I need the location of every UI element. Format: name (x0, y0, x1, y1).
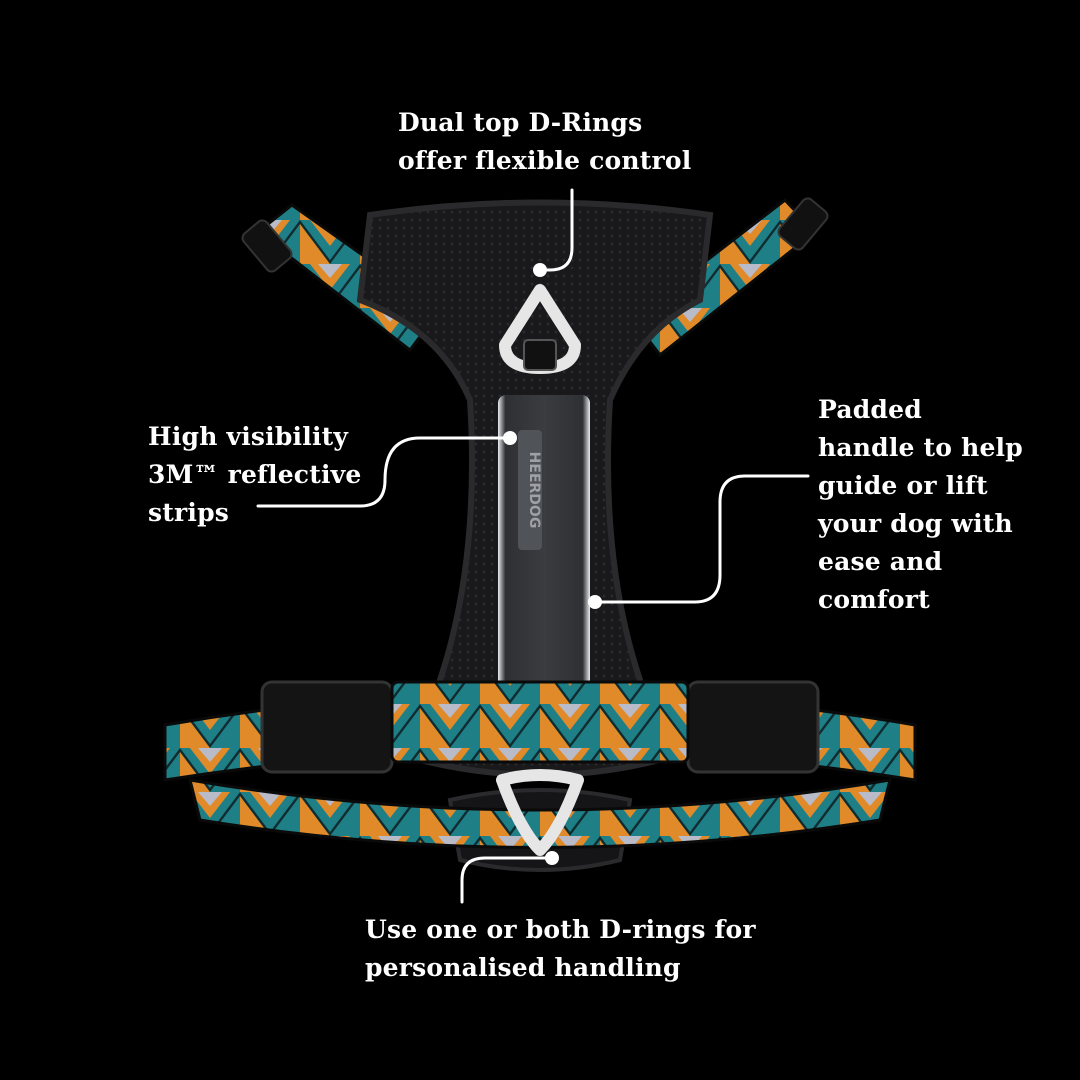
callout-line: Use one or both D-rings for (365, 915, 756, 944)
callout-line: comfort (818, 585, 930, 614)
callout-line: guide or lift (818, 471, 988, 500)
leader-line-top (538, 188, 574, 272)
callout-line: personalised handling (365, 953, 681, 982)
slider-buckle-icon (777, 197, 829, 251)
leader-line-right (593, 474, 810, 604)
buckle-icon (260, 680, 394, 774)
callout-dot (588, 595, 602, 609)
callout-line: strips (148, 498, 230, 527)
leader-line-left (256, 436, 512, 508)
callout-line: High visibility (148, 422, 349, 451)
callout-dot (533, 263, 547, 277)
slider-buckle-icon (241, 219, 293, 273)
callout-line: offer flexible control (398, 146, 692, 175)
leader-line-bottom (460, 856, 554, 904)
brand-label: HEERDOG (526, 452, 542, 529)
handle-icon: HEERDOG (498, 395, 590, 695)
callout-dot (545, 851, 559, 865)
callout-line: ease and (818, 547, 943, 576)
buckle-icon (686, 680, 820, 774)
callout-reflective-strips: High visibility 3M™ reflective strips (148, 418, 362, 532)
callout-line: handle to help (818, 433, 1023, 462)
callout-d-ring-handling: Use one or both D-rings for personalised… (365, 911, 756, 987)
d-ring-icon (496, 769, 584, 856)
callout-line: your dog with (818, 509, 1013, 538)
callout-line: Padded (818, 395, 922, 424)
callout-dot (503, 431, 517, 445)
callout-line: Dual top D-Rings (398, 108, 643, 137)
callout-padded-handle: Padded handle to help guide or lift your… (818, 391, 1023, 619)
callout-dual-d-rings: Dual top D-Rings offer flexible control (398, 104, 691, 180)
callout-line: 3M™ reflective (148, 460, 362, 489)
d-ring-icon (499, 284, 581, 374)
